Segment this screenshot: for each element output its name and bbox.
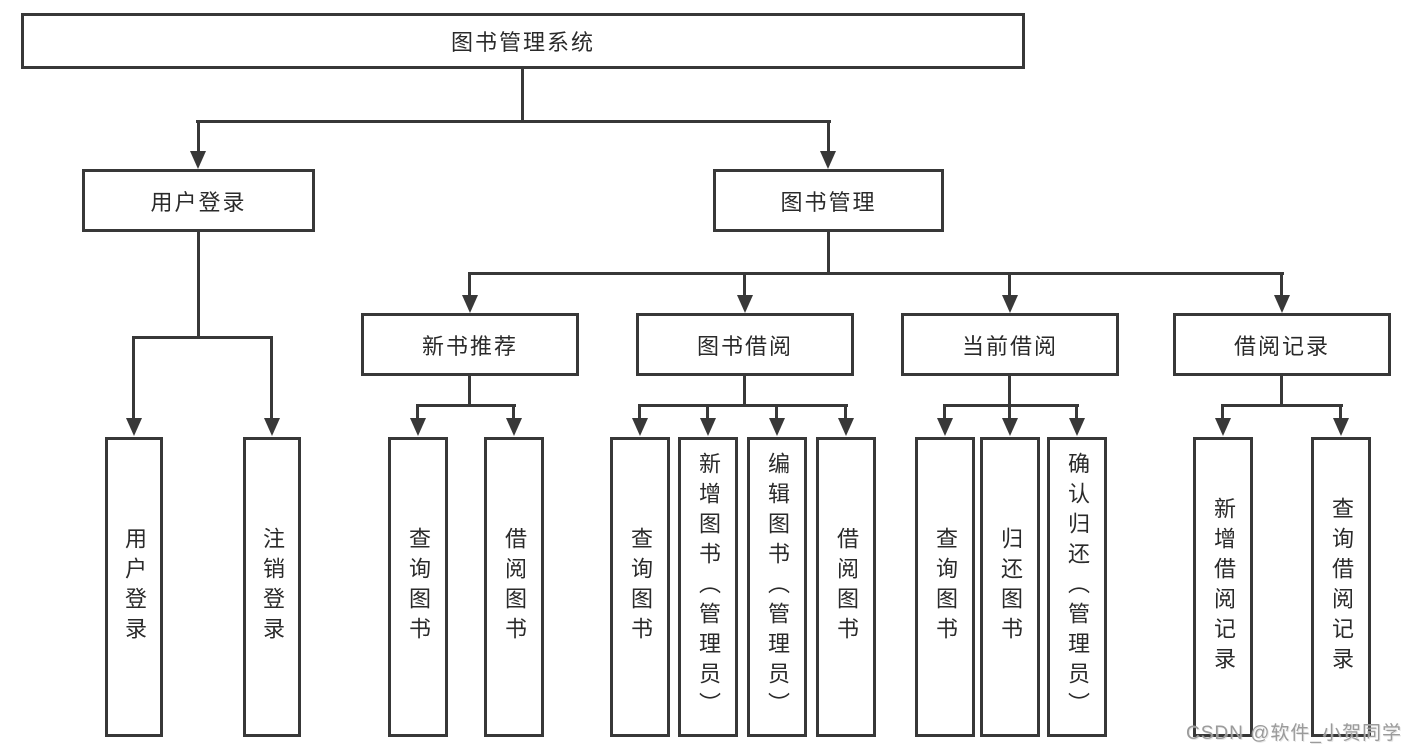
- connector-line: [844, 404, 847, 420]
- leaf-confirm-return-admin: 确认归还（管理员）: [1047, 437, 1107, 737]
- arrowhead-down-icon: [1215, 418, 1231, 436]
- arrowhead-down-icon: [769, 418, 785, 436]
- node-current-borrowing: 当前借阅: [901, 313, 1119, 376]
- leaf-query-books-borrowing: 查询图书: [610, 437, 670, 737]
- arrowhead-down-icon: [838, 418, 854, 436]
- connector-line: [943, 404, 946, 420]
- connector-line: [197, 232, 200, 336]
- leaf-query-books-recommend: 查询图书: [388, 437, 448, 737]
- leaf-add-borrow-record: 新增借阅记录: [1193, 437, 1253, 737]
- connector-line: [1339, 404, 1342, 420]
- connector-line: [521, 69, 524, 120]
- connector-line: [1075, 404, 1078, 420]
- node-user-login: 用户登录: [82, 169, 315, 232]
- leaf-borrow-books-borrowing: 借阅图书: [816, 437, 876, 737]
- connector-line: [416, 404, 419, 420]
- connector-line: [132, 336, 135, 420]
- connector-line: [827, 232, 830, 272]
- connector-line: [1280, 272, 1283, 297]
- connector-line: [197, 120, 200, 153]
- connector-line: [638, 404, 641, 420]
- node-library-system: 图书管理系统: [21, 13, 1025, 69]
- leaf-borrow-books-recommend: 借阅图书: [484, 437, 544, 737]
- leaf-query-books-current: 查询图书: [915, 437, 975, 737]
- leaf-add-book-admin: 新增图书（管理员）: [678, 437, 738, 737]
- connector-line: [1221, 404, 1224, 420]
- arrowhead-down-icon: [1002, 295, 1018, 313]
- arrowhead-down-icon: [410, 418, 426, 436]
- connector-line: [743, 376, 746, 404]
- leaf-logout: 注销登录: [243, 437, 301, 737]
- arrowhead-down-icon: [506, 418, 522, 436]
- arrowhead-down-icon: [126, 418, 142, 436]
- connector-line: [1280, 376, 1283, 404]
- connector-line: [706, 404, 709, 420]
- connector-line: [468, 376, 471, 404]
- connector-line: [1008, 376, 1011, 404]
- connector-line: [468, 272, 471, 297]
- node-borrowing-records: 借阅记录: [1173, 313, 1391, 376]
- arrowhead-down-icon: [937, 418, 953, 436]
- connector-line: [270, 336, 273, 420]
- arrowhead-down-icon: [820, 151, 836, 169]
- arrowhead-down-icon: [1333, 418, 1349, 436]
- connector-line: [132, 336, 273, 339]
- arrowhead-down-icon: [700, 418, 716, 436]
- connector-line: [638, 404, 848, 407]
- arrowhead-down-icon: [632, 418, 648, 436]
- connector-line: [1008, 272, 1011, 297]
- connector-line: [743, 272, 746, 297]
- connector-line: [1221, 404, 1343, 407]
- arrowhead-down-icon: [264, 418, 280, 436]
- connector-line: [775, 404, 778, 420]
- csdn-watermark: CSDN @软件_小贺同学: [1186, 723, 1402, 744]
- arrowhead-down-icon: [737, 295, 753, 313]
- connector-line: [512, 404, 515, 420]
- arrowhead-down-icon: [1002, 418, 1018, 436]
- connector-line: [416, 404, 516, 407]
- leaf-query-borrow-record: 查询借阅记录: [1311, 437, 1371, 737]
- connector-line: [827, 120, 830, 153]
- arrowhead-down-icon: [1069, 418, 1085, 436]
- node-new-book-recommend: 新书推荐: [361, 313, 579, 376]
- connector-line: [1008, 404, 1011, 420]
- connector-line: [196, 120, 831, 123]
- arrowhead-down-icon: [462, 295, 478, 313]
- leaf-edit-book-admin: 编辑图书（管理员）: [747, 437, 807, 737]
- arrowhead-down-icon: [1274, 295, 1290, 313]
- leaf-return-book: 归还图书: [980, 437, 1040, 737]
- connector-line: [943, 404, 1079, 407]
- leaf-user-login: 用户登录: [105, 437, 163, 737]
- node-book-borrowing: 图书借阅: [636, 313, 854, 376]
- connector-line: [468, 272, 1284, 275]
- node-book-management: 图书管理: [713, 169, 944, 232]
- arrowhead-down-icon: [190, 151, 206, 169]
